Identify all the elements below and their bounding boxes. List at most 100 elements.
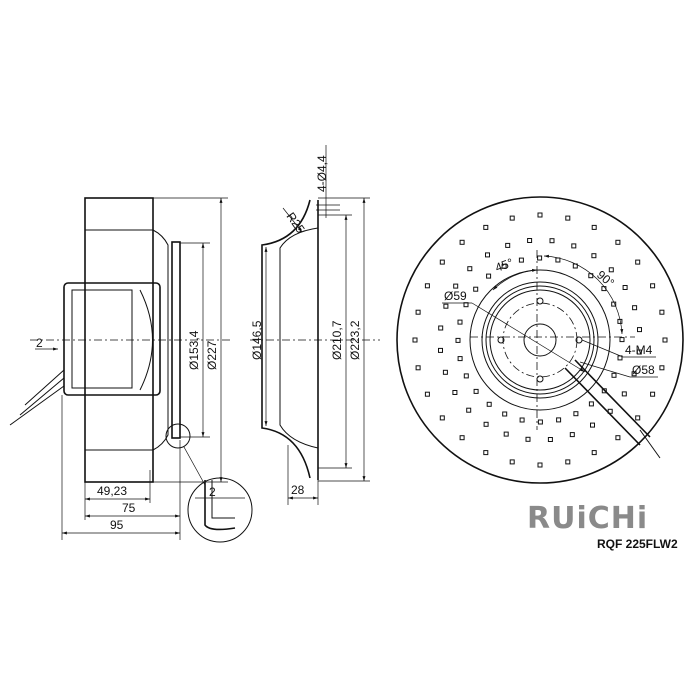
blade-rivet: [556, 417, 562, 423]
blade-rivet: [438, 325, 444, 331]
blade-rivet: [571, 243, 577, 249]
blade-rivet: [615, 239, 621, 245]
blade-rivet: [439, 415, 445, 421]
blade-rivet: [659, 309, 665, 315]
blade-rivet: [412, 337, 418, 343]
dim-threads: 4-M4: [625, 343, 653, 357]
blade-rivet: [547, 437, 553, 442]
blade-rivet: [591, 253, 597, 259]
blade-rivet: [503, 431, 509, 437]
blade-rivet: [622, 285, 628, 290]
blade-rivet: [486, 273, 492, 279]
blade-rivet: [467, 266, 473, 272]
blade-rivet: [591, 224, 597, 230]
blade-rivet: [636, 349, 642, 355]
blade-rivet: [650, 283, 656, 289]
blade-rivet: [615, 435, 621, 441]
blade-rivet: [452, 390, 458, 395]
blade-rivet: [537, 419, 543, 425]
motor-hub: [63, 282, 161, 396]
blade-rivet: [659, 365, 665, 371]
blade-rivet: [619, 337, 625, 343]
dim-49: 49,23: [97, 484, 127, 498]
dim-d59: Ø59: [444, 289, 467, 303]
blade-rivet: [537, 212, 543, 218]
blade-rivet: [632, 305, 638, 311]
dim-d223: Ø223,2: [348, 320, 362, 360]
blade-rivet: [483, 421, 489, 427]
blade-rivet: [525, 436, 531, 442]
blade-rivet: [608, 267, 614, 273]
blade-rivet: [453, 283, 459, 289]
blade-rivet: [635, 415, 641, 421]
blade-rivet: [637, 327, 642, 333]
blade-rivet: [466, 407, 472, 413]
blade-rivet: [438, 347, 443, 353]
side-view: Ø153,4 Ø227 2 49,23 75 95 2: [9, 197, 253, 543]
blade-rivet: [555, 257, 561, 263]
blade-rivet: [486, 401, 492, 407]
blade-rivet: [442, 369, 448, 375]
blade-rivet: [590, 422, 595, 428]
blade-rivet: [588, 401, 594, 407]
blade-rivet: [527, 238, 533, 243]
model-number: RQF 225FLW2: [597, 537, 678, 551]
blade-rivet: [415, 365, 421, 371]
blade-rivet: [457, 356, 463, 362]
dim-depth: 28: [291, 483, 305, 497]
impeller-outer-circle: [396, 196, 684, 484]
blade-rivet: [591, 450, 597, 456]
dim-d146: Ø146,5: [250, 320, 264, 360]
blade-rivet: [662, 337, 668, 343]
blade-rivet: [509, 459, 515, 465]
blade-rivet: [424, 391, 430, 397]
dim-d153: Ø153,4: [187, 330, 201, 370]
blade-rivet: [463, 373, 469, 379]
blade-rivet: [443, 303, 449, 309]
blade-rivet: [569, 432, 575, 438]
blade-rivet: [485, 252, 490, 258]
brand-logo: RUiCHi: [527, 501, 649, 536]
blade-rivet: [473, 388, 479, 394]
front-view: 45° 90° Ø59 4-M4 Ø58: [396, 196, 684, 484]
blade-rivet: [473, 286, 479, 292]
blade-rivet: [457, 319, 463, 325]
dim-95: 95: [110, 518, 124, 532]
detail-circle: [187, 477, 253, 543]
dim-holes: 4-Ø4,4: [315, 155, 329, 192]
blade-rivet: [537, 255, 543, 261]
blade-rivet: [650, 391, 656, 397]
blade-rivet: [415, 309, 421, 315]
angle-45: 45°: [493, 255, 515, 274]
blade-rivet: [565, 215, 571, 221]
inlet-ring-view: Ø146,5 Ø210,7 Ø223,2 28 4-Ø4,4 R25: [250, 145, 380, 505]
blade-rivet: [439, 259, 445, 265]
blade-rivet: [509, 215, 515, 221]
blade-rivet: [501, 263, 507, 269]
blade-rivet: [631, 371, 637, 377]
blade-rivet: [601, 388, 607, 394]
blade-rivet: [505, 242, 511, 248]
blade-rivet: [459, 239, 465, 245]
detail-marker: [165, 423, 191, 449]
blade-rivet: [459, 435, 465, 441]
blade-rivet: [483, 450, 489, 456]
dim-d210: Ø210,7: [330, 320, 344, 360]
shaft-bore: [523, 323, 557, 357]
detail-dim: 2: [209, 485, 216, 499]
blade-rivet: [455, 337, 461, 343]
dim-d227: Ø227: [205, 340, 219, 370]
blade-rivet: [519, 417, 525, 423]
blade-rivet: [518, 257, 524, 263]
blade-rivet: [635, 259, 641, 265]
blade-rivet: [502, 411, 508, 417]
blade-rivet: [611, 372, 617, 378]
blade-rivet: [549, 238, 555, 244]
dim-cable-offset: 2: [36, 336, 43, 350]
blade-rivet: [565, 459, 571, 465]
dim-d58: Ø58: [632, 363, 655, 377]
dim-75: 75: [122, 501, 136, 515]
blade-rivet: [573, 411, 579, 417]
